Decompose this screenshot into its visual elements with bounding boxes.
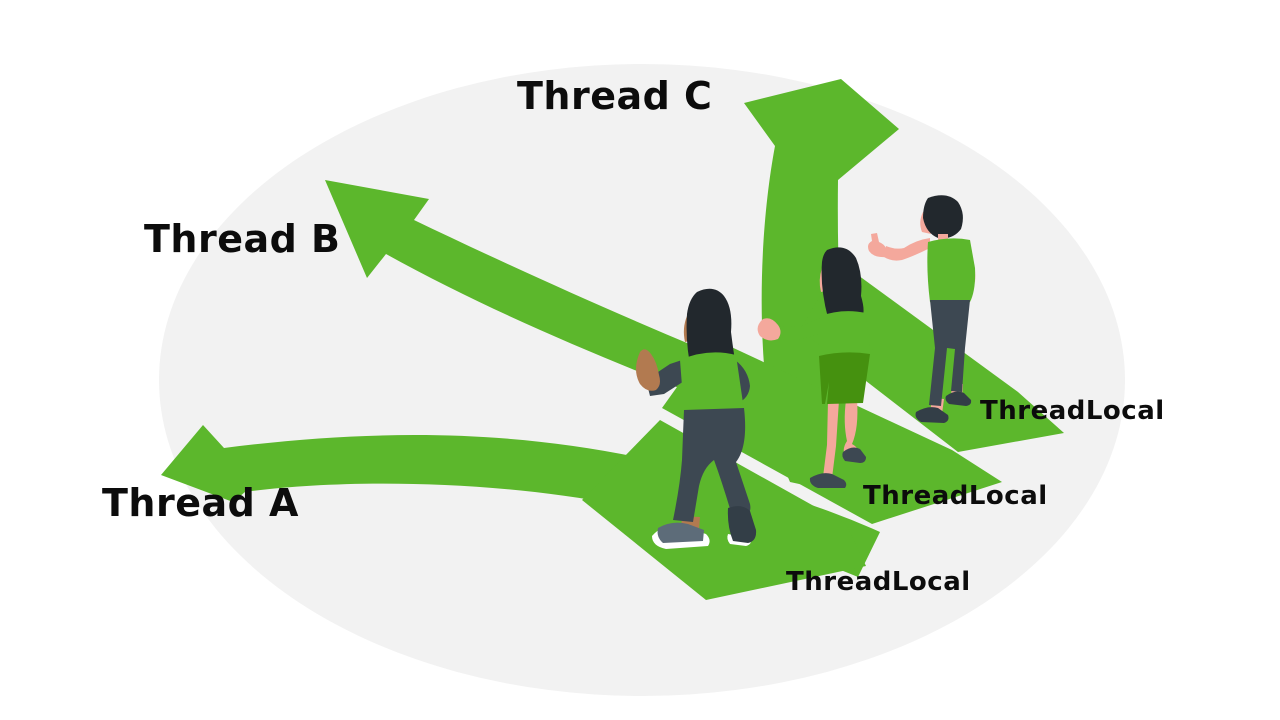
person-2-left-leg	[823, 400, 839, 478]
person-1-vest	[680, 352, 744, 417]
label-thread-b: Thread B	[144, 217, 341, 261]
person-3-ankles	[930, 384, 963, 414]
lane-1-shape	[582, 420, 866, 600]
person-figure-3	[868, 195, 976, 423]
label-threadlocal-right: ThreadLocal	[980, 396, 1165, 426]
person-1-ankles	[681, 498, 748, 530]
threadlocal-lane-1	[582, 420, 866, 600]
thread-a-arrow-shape	[161, 425, 880, 577]
person-2-extended-arm	[778, 318, 826, 340]
person-2-right-flat	[842, 447, 866, 463]
label-thread-a: Thread A	[102, 481, 299, 525]
person-1-raised-hand	[636, 349, 660, 391]
person-figure-2	[757, 247, 873, 488]
person-2-right-leg	[843, 399, 859, 459]
thread-a-arrow	[161, 425, 880, 577]
person-3-hair	[923, 195, 963, 239]
person-2-skirt	[819, 352, 870, 404]
person-3-pointing-hand	[868, 233, 886, 258]
person-3-left-shoe	[915, 407, 949, 423]
person-2-top	[818, 311, 871, 362]
label-threadlocal-middle: ThreadLocal	[863, 481, 1048, 511]
person-2-left-flat	[809, 473, 847, 488]
person-2-open-hand	[757, 318, 781, 341]
person-figure-1	[636, 288, 757, 549]
person-3-top	[927, 238, 976, 306]
person-3-right-shoe	[945, 391, 972, 406]
person-3-pointing-arm	[884, 238, 930, 261]
person-2-hair	[821, 247, 864, 325]
lane-3-shape	[800, 262, 1064, 452]
label-thread-c: Thread C	[517, 74, 713, 118]
person-1-right-shoe	[727, 506, 757, 543]
person-1-pants	[673, 408, 751, 522]
person-1-left-shoe	[657, 522, 704, 543]
threadlocal-lane-3	[800, 262, 1064, 452]
person-3-pants	[929, 300, 970, 406]
label-threadlocal-bottom: ThreadLocal	[786, 567, 971, 597]
